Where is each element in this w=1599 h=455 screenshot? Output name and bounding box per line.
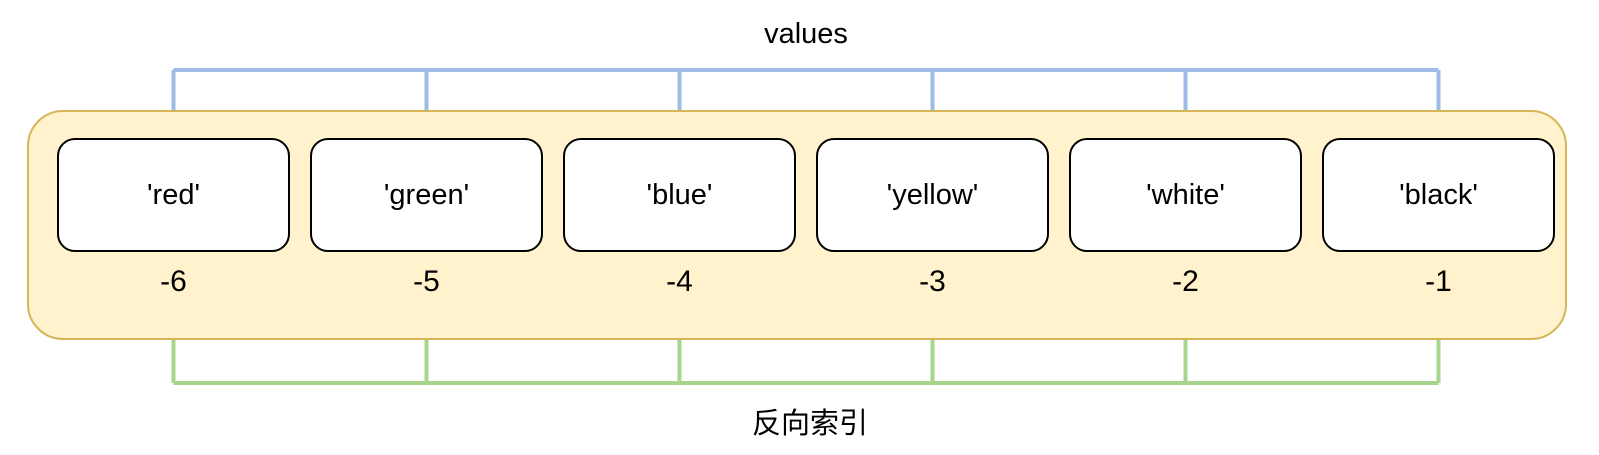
index-label: -2 [1172,265,1199,298]
list-cells-row: 'red' -6 'green' -5 'blue' -4 'yellow' [57,138,1555,298]
value-box: 'yellow' [816,138,1049,252]
value-text: 'white' [1146,178,1225,211]
value-text: 'red' [147,178,200,211]
value-box: 'blue' [563,138,796,252]
list-cell: 'yellow' -3 [816,138,1049,298]
list-container: 'red' -6 'green' -5 'blue' -4 'yellow' [27,110,1567,340]
list-cell: 'red' -6 [57,138,290,298]
index-label: -4 [666,265,693,298]
reverse-index-label: 反向索引 [751,408,868,440]
index-label: -1 [1425,265,1452,298]
value-text: 'black' [1399,178,1478,211]
value-box: 'red' [57,138,290,252]
list-cell: 'green' -5 [310,138,543,298]
value-text: 'green' [383,178,470,211]
list-cell: 'white' -2 [1069,138,1302,298]
value-box: 'black' [1322,138,1555,252]
value-text: 'yellow' [886,178,979,211]
value-text: 'blue' [646,178,713,211]
index-label: -3 [919,265,946,298]
index-label: -6 [160,265,187,298]
value-box: 'white' [1069,138,1302,252]
index-label: -5 [413,265,440,298]
list-cell: 'blue' -4 [563,138,796,298]
values-label: values [764,18,848,50]
value-box: 'green' [310,138,543,252]
list-cell: 'black' -1 [1322,138,1555,298]
